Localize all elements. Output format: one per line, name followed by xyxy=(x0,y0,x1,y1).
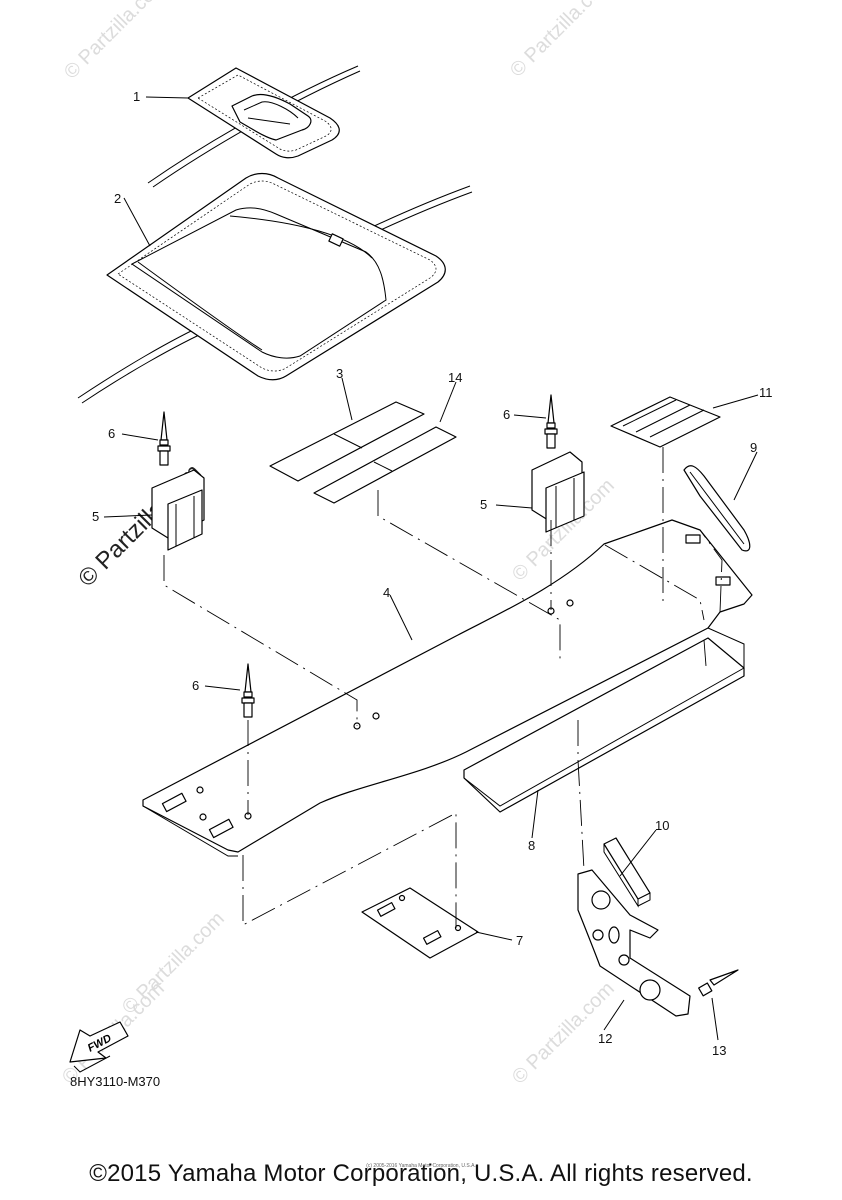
watermark-faint: © Partzilla.com xyxy=(60,0,171,84)
watermarks-faint: © Partzilla.com © Partzilla.com © Partzi… xyxy=(58,0,619,1089)
callout-14: 14 xyxy=(448,370,462,385)
callout-10: 10 xyxy=(655,818,669,833)
part-5-clip-right xyxy=(531,451,585,533)
callout-8: 8 xyxy=(528,838,535,853)
part-11-mat xyxy=(610,396,721,448)
fwd-arrow-icon: FWD xyxy=(69,1021,129,1073)
callout-3: 3 xyxy=(336,366,343,381)
part-14-decal xyxy=(313,426,457,504)
part-3-decal xyxy=(269,401,425,482)
rivet-6-right xyxy=(544,394,558,449)
callout-2: 2 xyxy=(114,191,121,206)
part-4-tray xyxy=(142,519,753,857)
part-9-handle xyxy=(683,465,751,552)
part-7-plate xyxy=(361,887,479,959)
callout-13: 13 xyxy=(712,1043,726,1058)
watermark-faint: © Partzilla.com xyxy=(118,908,229,1019)
callout-4: 4 xyxy=(383,585,390,600)
callout-11: 11 xyxy=(759,385,773,400)
part-12-bracket xyxy=(577,869,691,1017)
callout-5-left: 5 xyxy=(92,509,99,524)
part-10-foam xyxy=(603,837,651,908)
rivet-13 xyxy=(698,969,739,997)
callout-6-left: 6 xyxy=(108,426,115,441)
diagram-code: 8HY3110-M370 xyxy=(70,1074,161,1089)
watermark-faint: © Partzilla.com xyxy=(506,0,617,82)
callout-6-bottom: 6 xyxy=(192,678,199,693)
rivet-6-bottom xyxy=(241,663,255,718)
callout-labels: 1 2 3 4 5 5 6 6 6 7 8 9 10 11 12 13 14 xyxy=(92,89,773,1058)
part-5-clip-left xyxy=(151,469,205,551)
copyright-notice: ©2015 Yamaha Motor Corporation, U.S.A. A… xyxy=(89,1160,753,1187)
leader-lines xyxy=(103,96,759,1041)
callout-7: 7 xyxy=(516,933,523,948)
callout-6-right: 6 xyxy=(503,407,510,422)
callout-1: 1 xyxy=(133,89,140,104)
assembly-lines xyxy=(163,447,723,928)
part-2-hatch-cover xyxy=(106,172,446,381)
small-print: (c) 2005-2016 Yamaha Motor Corporation, … xyxy=(366,1163,476,1169)
part-8-pad xyxy=(463,637,745,813)
callout-12: 12 xyxy=(598,1031,612,1046)
callout-5-right: 5 xyxy=(480,497,487,512)
rivet-6-left xyxy=(157,411,171,466)
part-1-storage-cover xyxy=(187,67,340,159)
callout-9: 9 xyxy=(750,440,757,455)
